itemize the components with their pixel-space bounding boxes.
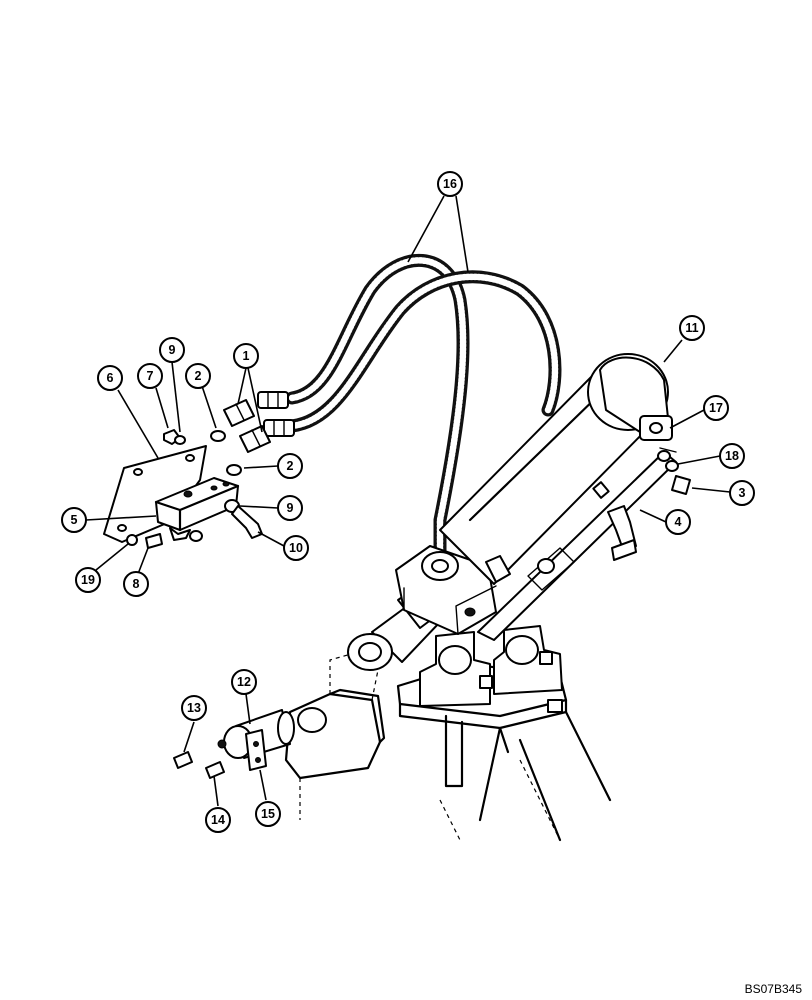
svg-text:10: 10 [289,541,303,555]
callout-9-top: 9 [159,337,185,363]
svg-text:5: 5 [71,513,78,527]
svg-text:17: 17 [709,401,723,415]
callout-18: 18 [719,443,745,469]
svg-text:14: 14 [211,813,225,827]
callout-8: 8 [123,571,149,597]
svg-text:9: 9 [287,501,294,515]
svg-text:3: 3 [739,486,746,500]
svg-text:9: 9 [169,343,176,357]
callout-3: 3 [729,480,755,506]
callout-2-right: 2 [277,453,303,479]
svg-text:13: 13 [187,701,201,715]
callout-16: 16 [437,171,463,197]
callout-9-right: 9 [277,495,303,521]
callout-11: 11 [679,315,705,341]
boom-frame [284,625,612,842]
callout-14: 14 [205,807,231,833]
svg-text:4: 4 [675,515,682,529]
callout-4: 4 [665,509,691,535]
svg-text:15: 15 [261,807,275,821]
callout-2-top: 2 [185,363,211,389]
callout-17: 17 [703,395,729,421]
callout-1: 1 [233,343,259,369]
svg-text:2: 2 [287,459,294,473]
svg-text:16: 16 [443,177,457,191]
callout-15: 15 [255,801,281,827]
hydraulic-hoses [257,253,562,569]
valve-mount-assembly [103,399,271,549]
svg-text:7: 7 [147,369,154,383]
svg-text:1: 1 [243,349,250,363]
svg-text:8: 8 [133,577,140,591]
leader-lines [85,195,731,807]
svg-text:11: 11 [685,321,698,335]
callout-13: 13 [181,695,207,721]
svg-text:2: 2 [195,369,202,383]
callout-7: 7 [137,363,163,389]
drawing-code: BS07B345 [744,982,802,996]
svg-text:12: 12 [237,675,251,689]
svg-text:18: 18 [725,449,739,463]
svg-text:6: 6 [107,371,114,385]
callout-12: 12 [231,669,257,695]
callout-19: 19 [75,567,101,593]
hydraulic-cylinder [347,353,691,671]
callout-10: 10 [283,535,309,561]
callout-5: 5 [61,507,87,533]
svg-text:19: 19 [81,573,95,587]
callout-6: 6 [97,365,123,391]
callouts: 1 2 2 3 4 5 6 7 8 9 9 10 11 12 13 14 15 … [61,171,755,833]
